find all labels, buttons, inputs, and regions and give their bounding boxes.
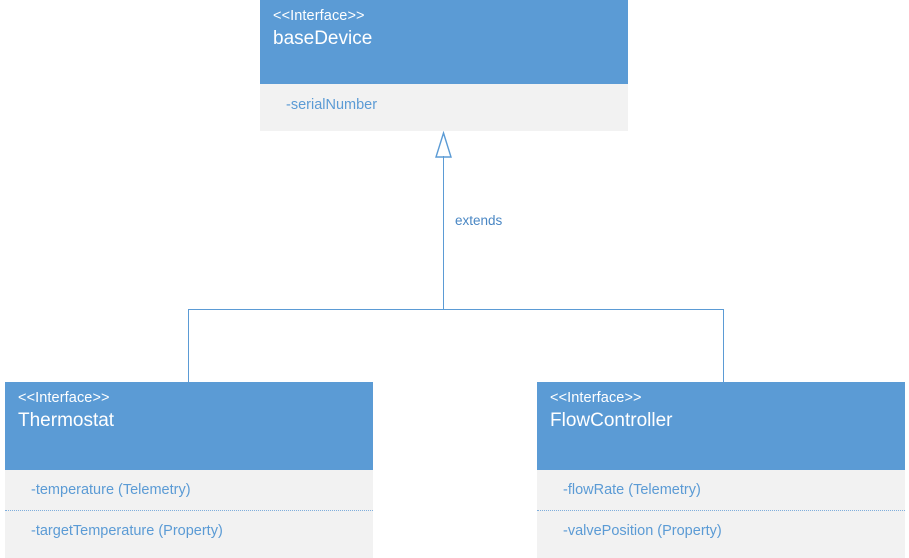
connector-drop-flowcontroller: [723, 309, 724, 383]
connector-stem-vertical: [443, 156, 444, 310]
class-attribute-row: -targetTemperature (Property): [5, 510, 373, 551]
class-box-thermostat[interactable]: <<Interface>> Thermostat -temperature (T…: [5, 382, 373, 558]
class-name-flowcontroller: FlowController: [550, 410, 673, 431]
class-stereotype-flowcontroller: <<Interface>>: [550, 390, 642, 406]
class-box-flowcontroller[interactable]: <<Interface>> FlowController -flowRate (…: [537, 382, 905, 558]
connector-horizontal-bar: [188, 309, 724, 310]
class-attribute-row: -serialNumber: [286, 97, 378, 113]
class-attributes-basedevice: -serialNumber: [260, 84, 628, 131]
inheritance-triangle-icon: [434, 130, 453, 159]
class-box-basedevice[interactable]: <<Interface>> baseDevice -serialNumber: [260, 0, 628, 131]
class-name-basedevice: baseDevice: [273, 28, 373, 49]
class-attribute-row: -temperature (Telemetry): [31, 482, 191, 498]
class-stereotype-thermostat: <<Interface>>: [18, 390, 110, 406]
class-attributes-thermostat: -temperature (Telemetry) -targetTemperat…: [5, 470, 373, 558]
class-name-thermostat: Thermostat: [18, 410, 115, 431]
class-attribute-row: -flowRate (Telemetry): [563, 482, 701, 498]
class-attribute-row: -valvePosition (Property): [537, 510, 905, 551]
connector-drop-thermostat: [188, 309, 189, 383]
class-stereotype-basedevice: <<Interface>>: [273, 8, 365, 24]
relationship-label-extends: extends: [455, 213, 503, 228]
class-attributes-flowcontroller: -flowRate (Telemetry) -valvePosition (Pr…: [537, 470, 905, 558]
class-header-basedevice: <<Interface>> baseDevice: [260, 0, 628, 84]
class-header-thermostat: <<Interface>> Thermostat: [5, 382, 373, 470]
class-header-flowcontroller: <<Interface>> FlowController: [537, 382, 905, 470]
